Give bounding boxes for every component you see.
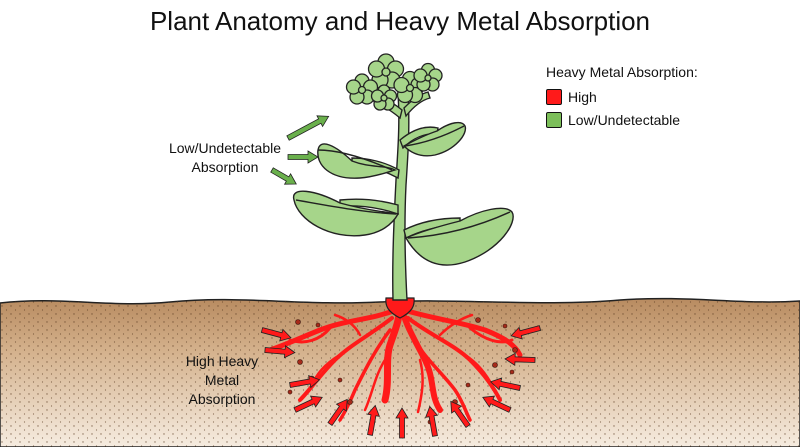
legend-item-low: Low/Undetectable — [546, 111, 698, 129]
low-absorption-label: Low/Undetectable Absorption — [150, 139, 300, 177]
legend-title: Heavy Metal Absorption: — [546, 64, 698, 80]
high-absorption-arrows — [260, 325, 542, 439]
legend-swatch-high — [546, 89, 562, 105]
root-crown — [385, 297, 415, 319]
low-label-line2: Absorption — [191, 159, 259, 175]
low-label-line1: Low/Undetectable — [168, 140, 282, 156]
high-label-line3: Absorption — [188, 391, 256, 407]
diagram-title: Plant Anatomy and Heavy Metal Absorption — [149, 6, 651, 36]
flowers — [345, 53, 443, 111]
roots — [267, 298, 523, 422]
leaves — [293, 121, 514, 266]
high-label-line1: High Heavy — [185, 353, 259, 369]
legend-swatch-low — [546, 112, 562, 128]
low-absorption-arrows — [270, 115, 330, 185]
legend-label-low: Low/Undetectable — [568, 112, 681, 128]
legend-item-high: High — [546, 88, 698, 106]
high-label-line2: Metal — [204, 372, 240, 388]
legend-label-high: High — [568, 89, 597, 105]
legend: Heavy Metal Absorption: High Low/Undetec… — [546, 64, 698, 134]
stem — [339, 91, 461, 301]
high-absorption-label: High Heavy Metal Absorption — [162, 352, 282, 409]
